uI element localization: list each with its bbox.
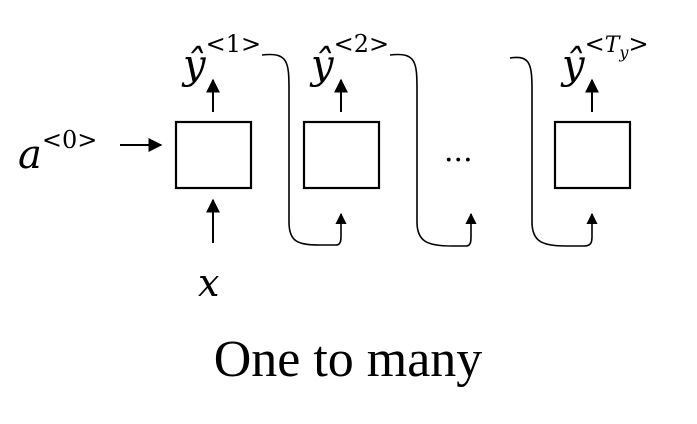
y-hat-1-label: ŷ<1> [181, 30, 261, 88]
x-label: x [198, 261, 219, 305]
rnn-cell-3 [553, 120, 632, 190]
feedback-curve-1 [261, 53, 347, 246]
y-hat-ty-label: ŷ<Ty> [560, 30, 649, 88]
rnn-cell-2 [302, 120, 381, 190]
rnn-cell-1 [174, 120, 253, 190]
ellipsis: ··· [444, 143, 473, 178]
feedback-curve-2 [389, 53, 477, 247]
diagram-caption: One to many [214, 331, 483, 388]
a0-label: a<0> [18, 126, 97, 178]
y-hat-2-label: ŷ<2> [309, 30, 389, 88]
feedback-curve-3 [509, 56, 598, 247]
